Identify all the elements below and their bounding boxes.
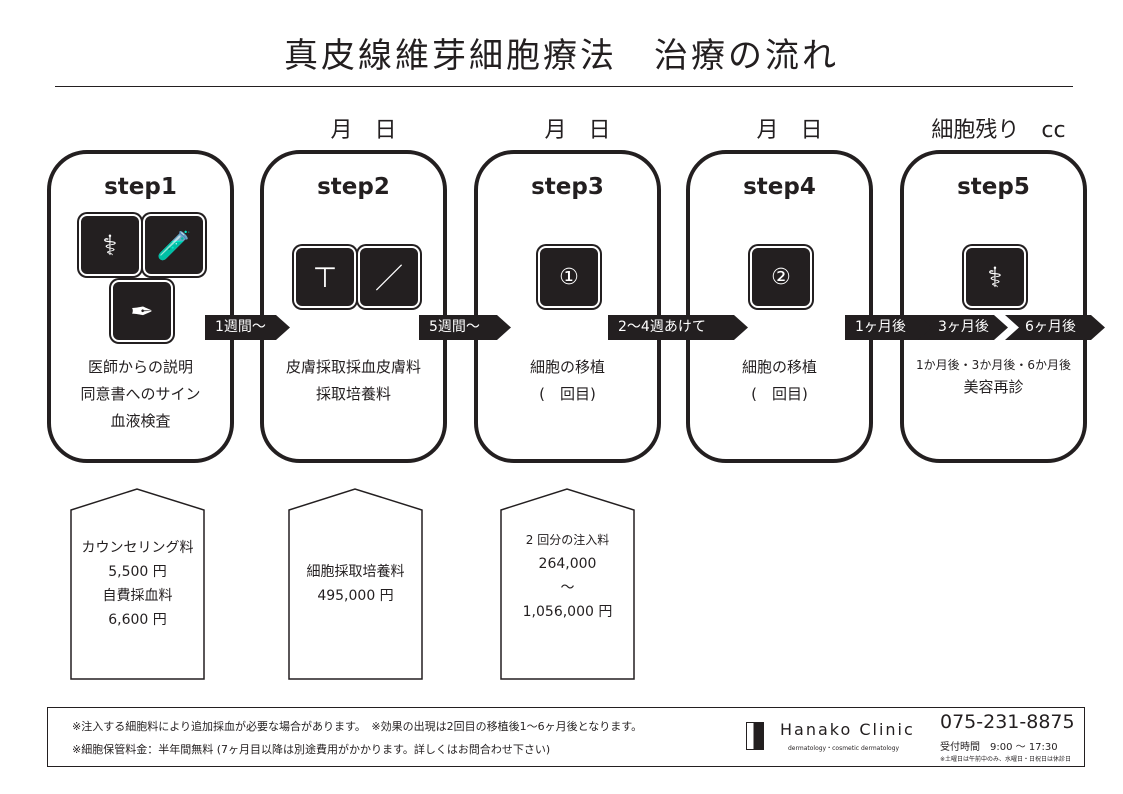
arrow-2-4weeks: 2〜4週あけて [608, 315, 748, 340]
step1-card: step1 ⚕ 🧪 ✒ 医師からの説明同意書へのサイン血液検査 [47, 150, 234, 463]
step-desc: 細胞の移植( 回目) [529, 358, 605, 403]
date-step2: 月 日 [330, 118, 397, 143]
stethoscope-icon: ⚕ [964, 246, 1026, 308]
note-2: ※細胞保管料金：半年間無料 (7ヶ月目以降は別途費用がかかります。詳しくはお問合… [72, 743, 551, 756]
step2-card: step2 ⊤ ／ 皮膚採取採血皮膚料採取培養料 [260, 150, 447, 463]
reception-hours: 受付時間 9:00 〜 17:30 [940, 742, 1058, 753]
step-label: step3 [531, 174, 604, 200]
closed-days: ※土曜日は午前中のみ、水曜日・日祝日は休診日 [940, 756, 1072, 763]
footer-box: ※注入する細胞料により追加採血が必要な場合があります。 ※効果の出現は2回目の移… [47, 707, 1085, 767]
step-label: step4 [743, 174, 816, 200]
date-step4: 月 日 [756, 118, 823, 143]
step-desc: 1か月後・3か月後・6か月後美容再診 [916, 358, 1071, 396]
arrow-6months: 6ヶ月後 [1005, 315, 1105, 340]
test-tube-icon: 🧪 [143, 214, 205, 276]
step-desc: 皮膚採取採血皮膚料採取培養料 [285, 358, 421, 403]
step3-card: step3 ① 細胞の移植( 回目) [474, 150, 661, 463]
divider [55, 86, 1073, 87]
pen-icon: ✒ [111, 280, 173, 342]
phone-number: 075-231-8875 [940, 711, 1075, 733]
clinic-logo-icon [746, 722, 764, 750]
arrow-1month: 1ヶ月後 [845, 315, 933, 340]
step-label: step5 [957, 174, 1030, 200]
page-title: 真皮線維芽細胞療法 治療の流れ [284, 36, 839, 76]
note-1: ※注入する細胞料により追加採血が必要な場合があります。 ※効果の出現は2回目の移… [72, 720, 643, 733]
step4-card: step4 ② 細胞の移植( 回目) [686, 150, 873, 463]
arrow-3months: 3ヶ月後 [918, 315, 1008, 340]
step-desc: 医師からの説明同意書へのサイン血液検査 [80, 358, 201, 430]
clinic-name: Hanako Clinic [780, 720, 915, 739]
iv-drip-icon: ⊤ [294, 246, 356, 308]
stethoscope-icon: ⚕ [79, 214, 141, 276]
scalpel-icon: ／ [358, 246, 420, 308]
step-label: step1 [104, 174, 177, 200]
date-step3: 月 日 [544, 118, 611, 143]
syringe-icon: ② [750, 246, 812, 308]
arrow-1week: 1週間〜 [205, 315, 290, 340]
cells-remaining: 細胞残り cc [931, 118, 1066, 143]
step-label: step2 [317, 174, 390, 200]
syringe-icon: ① [538, 246, 600, 308]
arrow-5weeks: 5週間〜 [419, 315, 511, 340]
step5-card: step5 ⚕ 1か月後・3か月後・6か月後美容再診 [900, 150, 1087, 463]
step-desc: 細胞の移植( 回目) [741, 358, 817, 403]
clinic-subtitle: dermatology・cosmetic dermatology [788, 745, 900, 752]
